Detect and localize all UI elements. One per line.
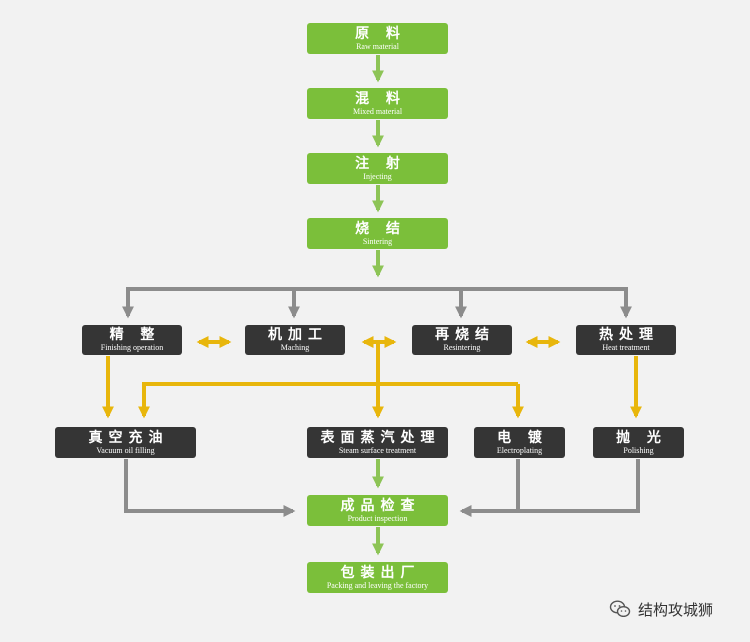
maching-sublabel: Maching [280, 343, 310, 352]
sintering-label: 烧 结 [355, 220, 406, 237]
steam-surface-treatment-sublabel: Steam surface treatment [338, 445, 417, 455]
maching-label: 机加工 [268, 327, 328, 343]
electroplating-sublabel: Electroplating [496, 445, 543, 455]
product-inspection-sublabel: Product inspection [347, 513, 408, 523]
polishing-label: 抛 光 [616, 429, 667, 446]
watermark: 结构攻城狮 [608, 596, 738, 622]
injecting-label: 注 射 [355, 155, 406, 172]
electroplating-node: 电 镀 Electroplating [474, 427, 565, 458]
injecting-sublabel: Injecting [363, 171, 392, 181]
raw-material-node: 原 料 Raw material [307, 23, 448, 54]
steam-surface-treatment-node: 表面蒸汽处理 Steam surface treatment [307, 427, 448, 458]
arrow-polishing-to-inspection [459, 459, 640, 517]
resintering-node: 再烧结 Resintering [412, 325, 512, 355]
finishing-sublabel: Finishing operation [100, 343, 164, 352]
product-inspection-node: 成品检查 Product inspection [307, 495, 448, 526]
resintering-sublabel: Resintering [443, 343, 481, 352]
injecting-node: 注 射 Injecting [307, 153, 448, 184]
electroplating-label: 电 镀 [497, 429, 548, 446]
heat-treatment-sublabel: Heat treatment [602, 343, 650, 352]
polishing-sublabel: Polishing [623, 445, 654, 455]
resintering-label: 再烧结 [435, 327, 495, 343]
heat-treatment-node: 热处理 Heat treatment [576, 325, 676, 355]
packing-node: 包装出厂 Packing and leaving the factory [307, 562, 448, 593]
heat-treatment-label: 热处理 [599, 327, 659, 343]
sintering-sublabel: Sintering [362, 236, 393, 246]
mixed-material-label: 混 料 [355, 90, 406, 107]
product-inspection-label: 成品检查 [340, 497, 421, 514]
packing-sublabel: Packing and leaving the factory [326, 580, 429, 590]
arrow-vacuum-to-inspection [124, 459, 296, 517]
mixed-material-node: 混 料 Mixed material [307, 88, 448, 119]
steam-surface-treatment-label: 表面蒸汽处理 [320, 429, 441, 446]
raw-material-label: 原 料 [355, 25, 406, 42]
finishing-node: 精 整 Finishing operation [82, 325, 182, 355]
polishing-node: 抛 光 Polishing [593, 427, 684, 458]
packing-label: 包装出厂 [340, 564, 421, 581]
maching-node: 机加工 Maching [245, 325, 345, 355]
sintering-node: 烧 结 Sintering [307, 218, 448, 249]
finishing-label: 精 整 [109, 327, 161, 343]
vacuum-oil-filling-label: 真空充油 [88, 429, 169, 446]
mixed-material-sublabel: Mixed material [352, 106, 403, 116]
raw-material-sublabel: Raw material [356, 41, 399, 51]
vacuum-oil-filling-node: 真空充油 Vacuum oil filling [55, 427, 196, 458]
wechat-icon [609, 600, 631, 618]
watermark-text: 结构攻城狮 [638, 600, 714, 619]
vacuum-oil-filling-sublabel: Vacuum oil filling [96, 445, 155, 455]
